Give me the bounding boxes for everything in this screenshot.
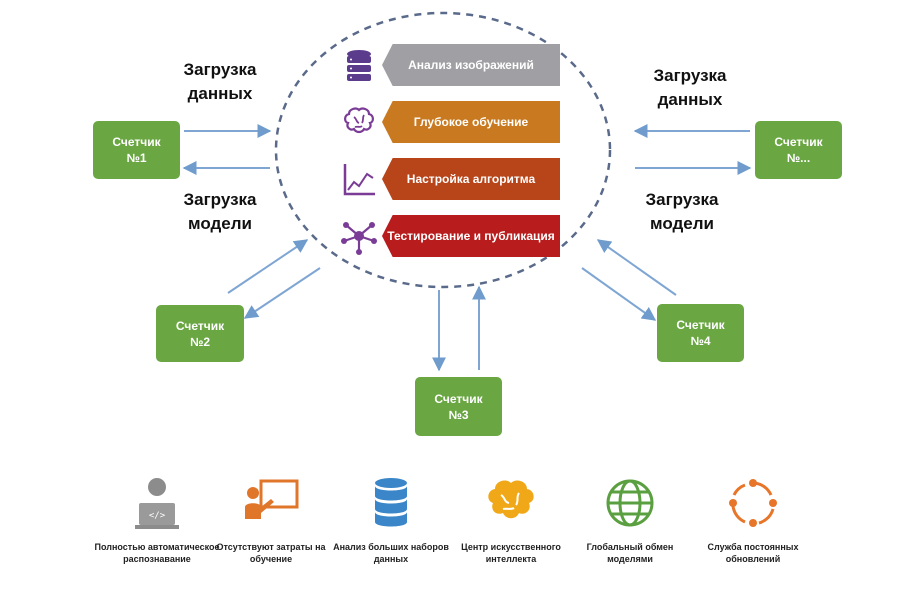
pipeline-stage-testing-publishing: Тестирование и публикация xyxy=(340,213,560,259)
svg-text:</>: </> xyxy=(149,511,166,521)
arrow-center-to-counter4 xyxy=(581,267,657,321)
feature-global-model-exchange: Глобальный обмен моделями xyxy=(565,475,695,565)
arrow-counter4-to-center xyxy=(596,239,677,296)
brain-icon xyxy=(344,107,374,134)
pipeline-stage-label: Глубокое обучение xyxy=(382,101,560,143)
globe-icon xyxy=(606,479,654,527)
line-chart-icon xyxy=(343,164,375,196)
cycle-icon xyxy=(729,479,777,527)
feature-big-data-analysis: Анализ больших наборов данных xyxy=(326,475,456,565)
feature-ai-center: Центр искусственного интеллекта xyxy=(446,475,576,565)
feature-no-training-cost: Отсутствуют затраты на обучение xyxy=(206,475,336,565)
pipeline-stage-label: Тестирование и публикация xyxy=(382,215,560,257)
pipeline-stage-deep-learning: Глубокое обучение xyxy=(340,99,560,145)
network-node-icon xyxy=(341,222,377,255)
person-computer-icon: </> xyxy=(135,478,179,529)
pipeline-stage-algorithm-tuning: Настройка алгоритма xyxy=(340,156,560,202)
teacher-board-icon xyxy=(245,479,299,519)
database-icon xyxy=(375,478,407,527)
ai-center-dashed-circle xyxy=(274,11,612,289)
pipeline-stage-label: Анализ изображений xyxy=(382,44,560,86)
pipeline-stage-image-analysis: Анализ изображений xyxy=(340,42,560,88)
database-stack-icon xyxy=(347,50,371,81)
brain-icon xyxy=(488,480,534,519)
feature-auto-recognition: </> Полностью автоматическое распознаван… xyxy=(92,475,222,565)
pipeline-stage-label: Настройка алгоритма xyxy=(382,158,560,200)
arrow-counter2-to-center xyxy=(227,239,309,294)
arrow-center-to-counter2 xyxy=(243,267,321,319)
feature-continuous-updates: Служба постоянных обновлений xyxy=(688,475,818,565)
